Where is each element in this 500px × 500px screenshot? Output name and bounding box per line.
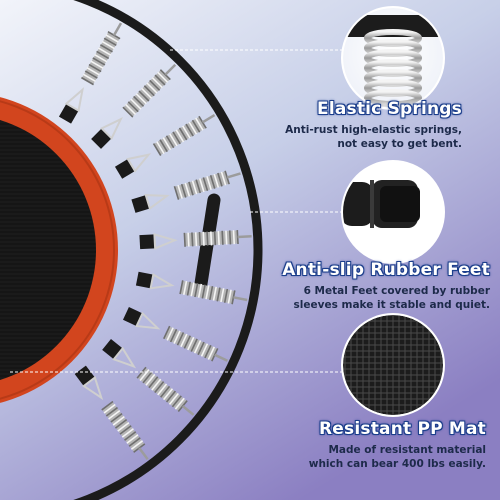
spring-coil-ring [364, 89, 422, 107]
spring [139, 229, 252, 250]
spring [114, 113, 216, 179]
jumping-mat [0, 120, 96, 380]
spring [135, 271, 248, 305]
spring-closeup-icon [341, 6, 445, 110]
feature-elastic-springs: Elastic Springs Anti-rust high-elastic s… [222, 99, 462, 151]
feature-desc-line2: not easy to get bent. [337, 138, 462, 150]
feature-pp-mat: Resistant PP Mat Made of resistant mater… [226, 419, 486, 471]
feature-desc-line2: sleeves make it stable and quiet. [293, 299, 490, 311]
feature-title: Resistant PP Mat [319, 419, 486, 439]
safety-pad-edge [0, 100, 115, 400]
mesh-mat-icon [341, 313, 445, 417]
feature-desc-line2: which can bear 400 lbs easily. [308, 458, 486, 470]
springs-group [58, 22, 252, 460]
spring [58, 22, 123, 124]
trampoline-frame [73, 0, 263, 500]
spring [122, 307, 228, 362]
feature-title: Anti-slip Rubber Feet [282, 260, 490, 280]
feature-desc-line1: Made of resistant material [328, 444, 486, 456]
rubber-foot-icon [341, 160, 445, 264]
feature-desc-line1: 6 Metal Feet covered by rubber [303, 285, 490, 297]
spring [91, 63, 177, 149]
spring [131, 170, 241, 213]
feature-title: Elastic Springs [317, 99, 462, 119]
spring [102, 338, 195, 416]
feature-rubber-feet: Anti-slip Rubber Feet 6 Metal Feet cover… [230, 260, 490, 312]
feature-desc-line1: Anti-rust high-elastic springs, [285, 124, 462, 136]
